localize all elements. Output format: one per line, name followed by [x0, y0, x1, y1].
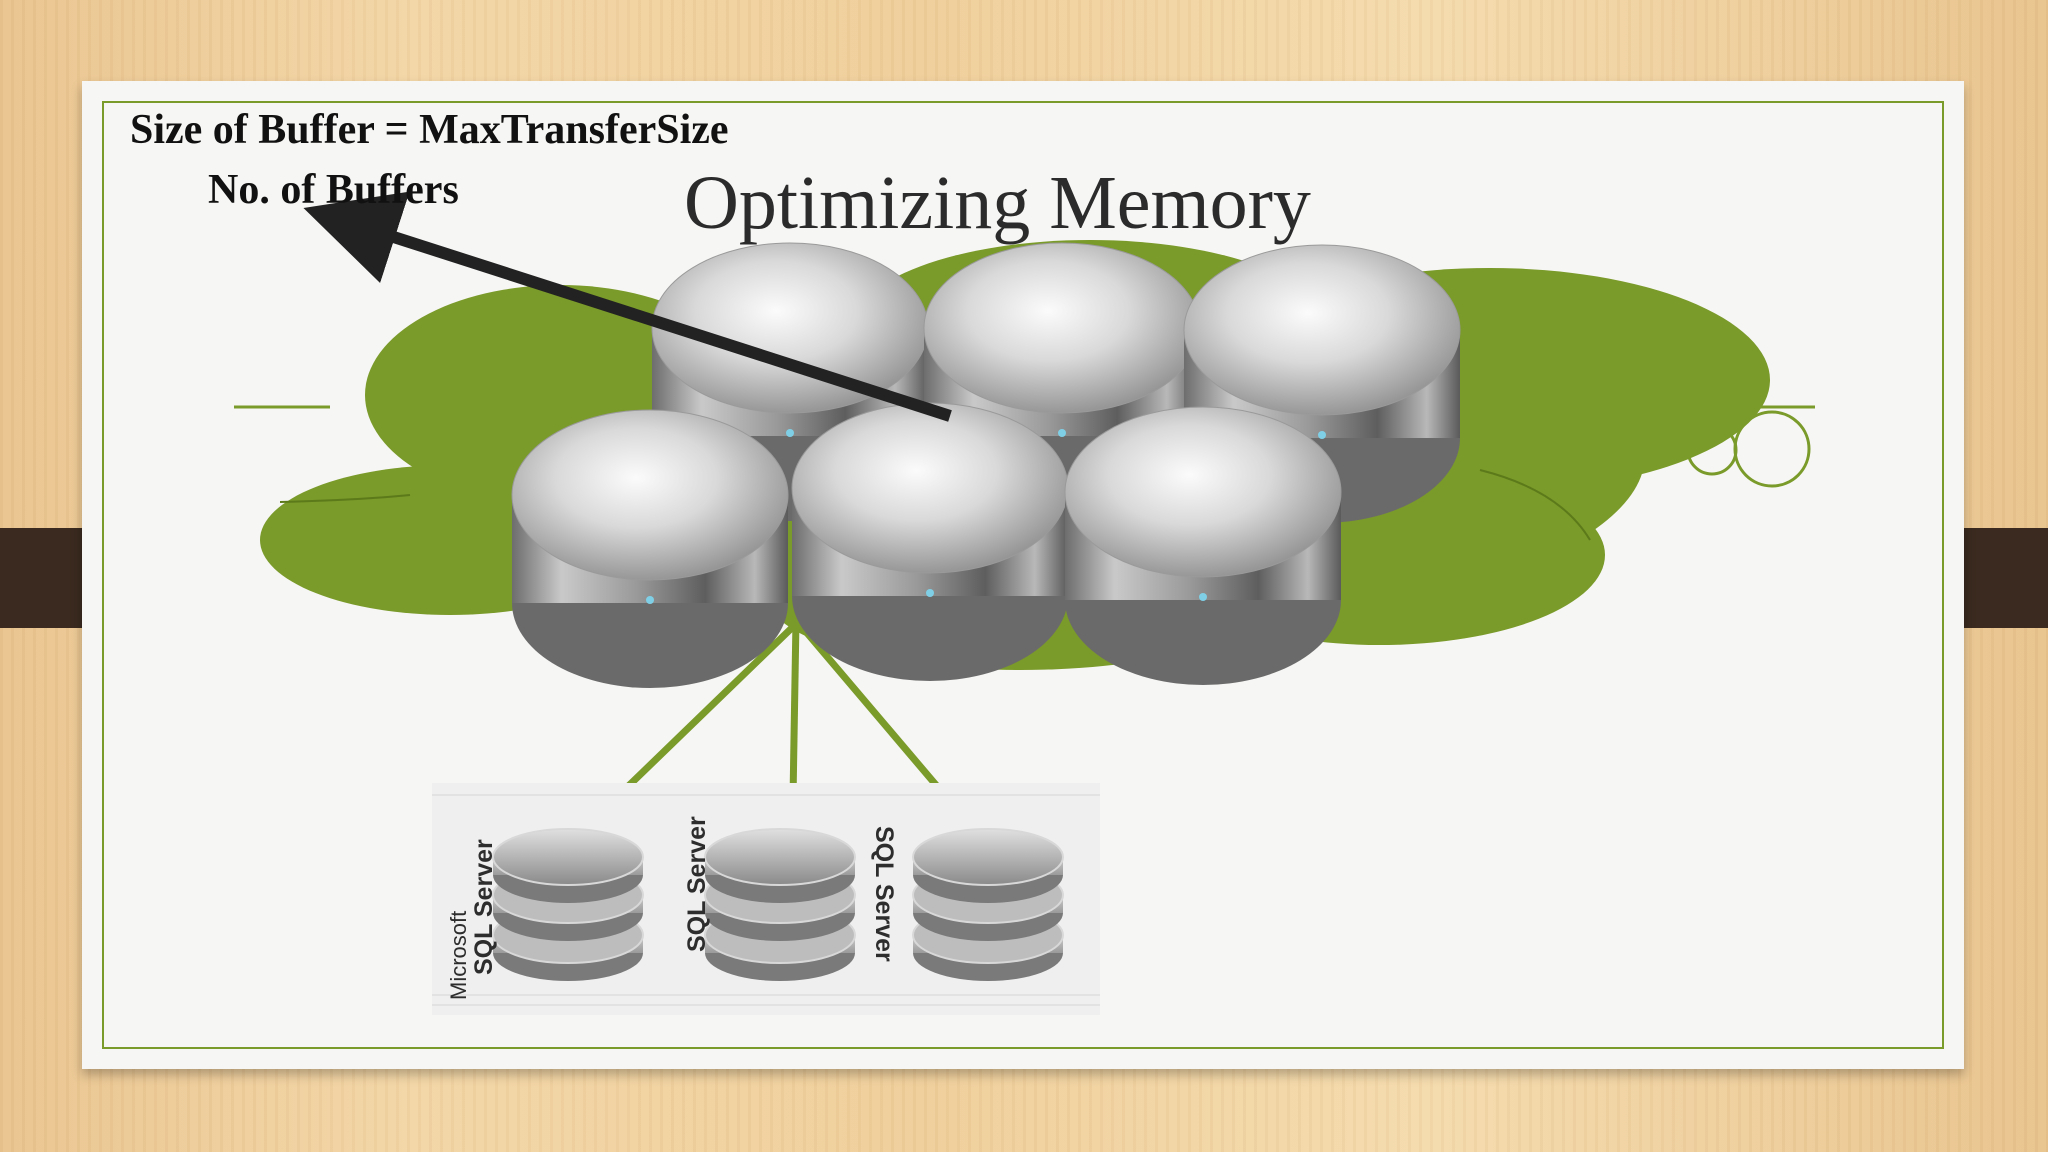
buffer-disks: [511, 242, 1461, 688]
arrow-to-formula: [303, 191, 952, 422]
disk-platter-icon: [1064, 406, 1342, 685]
sql-servers: [492, 828, 1064, 981]
server-1-product-label: SQL Server: [470, 839, 498, 975]
formula-numerator: Size of Buffer = MaxTransferSize: [130, 107, 729, 153]
slide-border: [102, 101, 1944, 1049]
server-3-product-label: SQL Server: [870, 826, 898, 962]
slide-title: Optimizing Memory: [684, 161, 1311, 245]
database-stack-icon: [492, 828, 644, 981]
database-stack-icon: [912, 828, 1064, 981]
disk-platter-icon: [511, 409, 789, 688]
buffer-formula: Size of Buffer = MaxTransferSize No. of …: [130, 100, 729, 220]
server-2-product-label: SQL Server: [683, 816, 711, 952]
server-panel-lines: [432, 794, 1100, 1006]
formula-denominator: No. of Buffers: [208, 167, 459, 213]
disk-platter-icon: [1183, 244, 1461, 523]
database-stack-icon: [704, 828, 856, 981]
disk-platter-icon: [791, 402, 1069, 681]
server-1-vendor-label: Microsoft: [446, 910, 471, 1000]
thought-bubbles: [1659, 410, 1811, 488]
